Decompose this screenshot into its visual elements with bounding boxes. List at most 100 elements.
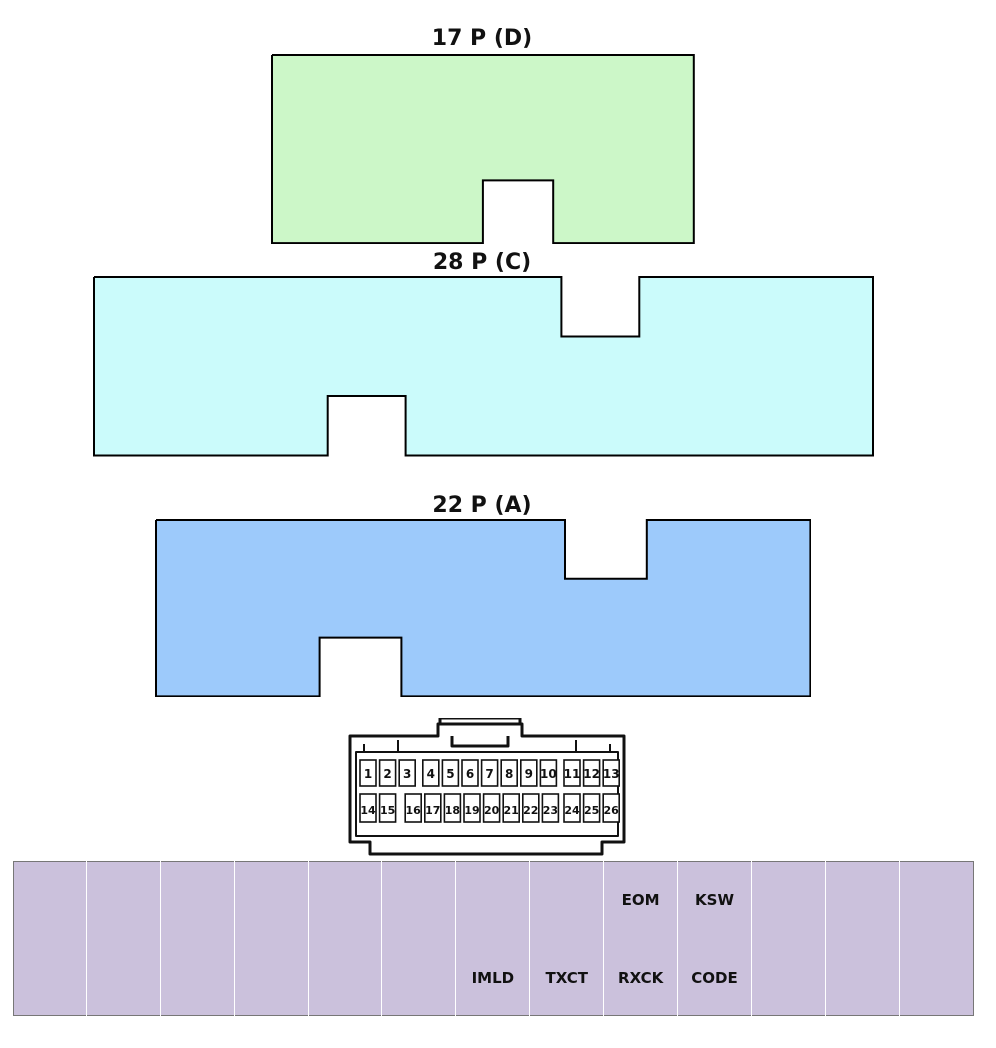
pin-slot xyxy=(522,793,540,823)
pin-label-top: EOM xyxy=(621,891,660,909)
pin-number: 4 xyxy=(427,767,435,781)
pin-slot xyxy=(602,759,621,787)
pin-number: 23 xyxy=(543,804,558,817)
pin-column xyxy=(826,861,900,1016)
pin-number: 9 xyxy=(525,767,533,781)
pin-number: 17 xyxy=(425,804,440,817)
pin-column: IMLD xyxy=(456,861,531,1016)
pin-slot xyxy=(602,793,621,823)
pin-label-bottom xyxy=(13,939,86,1016)
pin-slot xyxy=(378,759,397,787)
pin-slot xyxy=(359,759,377,787)
pin-slot xyxy=(502,793,520,823)
pin-number: 19 xyxy=(464,804,479,817)
pin-column: KSW CODE xyxy=(678,861,752,1016)
connector-c-title: 28 P (C) xyxy=(432,250,532,275)
pin-column xyxy=(900,861,974,1016)
pin-column: EOM RXCK xyxy=(604,861,679,1016)
pin-slot xyxy=(424,793,442,823)
pin-label-bottom xyxy=(383,939,456,1016)
pin-slot xyxy=(378,793,397,823)
pin-slot xyxy=(480,759,499,787)
pin-column xyxy=(752,861,826,1016)
pin-label-bottom xyxy=(235,939,308,1016)
pin-number: 10 xyxy=(540,767,557,781)
connector-c-28p: -STA(G)-SFTU(R/G)TC(V)STP(V)3(O)--TAM(V/… xyxy=(93,276,874,457)
pin-slot xyxy=(461,759,479,787)
pin-slot xyxy=(404,793,422,823)
pin-label-top: KSW xyxy=(695,891,735,909)
pin-slot xyxy=(539,759,558,787)
pin-slot xyxy=(463,793,481,823)
pin-number: 8 xyxy=(505,767,513,781)
pin-slot xyxy=(563,793,581,823)
pin-slot xyxy=(422,759,440,787)
pin-slot xyxy=(582,793,601,823)
pin-number: 18 xyxy=(445,804,460,817)
pin-label-top xyxy=(13,861,86,939)
connector-d-title: 17 P (D) xyxy=(431,26,533,51)
pin-slot xyxy=(482,793,501,823)
pin-number: 16 xyxy=(406,804,422,817)
pin-number: 26 xyxy=(604,804,620,817)
pin-number: 25 xyxy=(584,804,599,817)
connector-outline xyxy=(271,54,695,245)
pin-number: 5 xyxy=(446,767,454,781)
connector-a-title: 22 P (A) xyxy=(432,493,532,518)
pin-column xyxy=(13,861,87,1016)
pin-column xyxy=(87,861,161,1016)
pin-label-bottom: RXCK xyxy=(618,968,664,987)
pin-column xyxy=(309,861,383,1016)
pin-label-bottom xyxy=(900,939,974,1016)
pin-slot xyxy=(441,759,460,787)
pin-label-bottom xyxy=(161,939,234,1016)
pin-label-top xyxy=(530,861,603,939)
pin-slot xyxy=(520,759,538,787)
pin-slot xyxy=(541,793,560,823)
pin-slot xyxy=(398,759,417,787)
pin-label-bottom xyxy=(309,939,382,1016)
pin-number: 1 xyxy=(364,767,372,781)
pin-number: 12 xyxy=(583,767,600,781)
pin-label-bottom: TXCT xyxy=(545,968,588,987)
pin-slot xyxy=(582,759,601,787)
pin-number: 11 xyxy=(564,767,581,781)
pin-number: 20 xyxy=(484,804,500,817)
pin-slot xyxy=(359,793,377,823)
pin-column: TXCT xyxy=(530,861,605,1016)
pin-label-bottom: IMLD xyxy=(471,968,515,987)
pin-label-top xyxy=(87,861,160,939)
pin-label-top xyxy=(309,861,382,939)
pin-assignment-row: IMLD TXCT EOM RXCK KSW CODE xyxy=(0,861,996,1021)
pin-label-bottom xyxy=(87,939,160,1016)
connector-d-17p: S1(L/W)S2(G/Y)S3(R/Y)NCO+(R)SP2+(L/Y)S4(… xyxy=(271,54,695,245)
pin-label-top xyxy=(161,861,234,939)
pin-number: 14 xyxy=(360,804,376,817)
pin-number: 21 xyxy=(504,804,519,817)
pin-column xyxy=(383,861,457,1016)
pin-number: 3 xyxy=(403,767,411,781)
pin-label-top xyxy=(456,861,529,939)
connector-outline xyxy=(93,276,874,457)
connector-a-22p: BATT(B/Y)--FPR(B/R)FC(G/Y)W(R/L)+BM(P)+ … xyxy=(155,519,812,698)
pin-slot xyxy=(443,793,462,823)
pin-label-top xyxy=(752,861,825,939)
pin-label-bottom: CODE xyxy=(691,968,738,987)
pin-number: 13 xyxy=(603,767,620,781)
pin-label-bottom xyxy=(752,939,825,1016)
pin-number: 7 xyxy=(485,767,493,781)
pin-number: 15 xyxy=(380,804,395,817)
pin-label-top xyxy=(826,861,899,939)
pin-number: 6 xyxy=(466,767,474,781)
pin-label-top xyxy=(900,861,974,939)
connector-outline xyxy=(155,519,812,698)
pin-label-top xyxy=(383,861,456,939)
pin-label-top xyxy=(235,861,308,939)
pin-number: 22 xyxy=(523,804,538,817)
pin-label-bottom xyxy=(826,939,899,1016)
pin-column xyxy=(235,861,309,1016)
pin-number: 2 xyxy=(383,767,391,781)
pin-number: 24 xyxy=(564,804,580,817)
pin-slot xyxy=(563,759,581,787)
